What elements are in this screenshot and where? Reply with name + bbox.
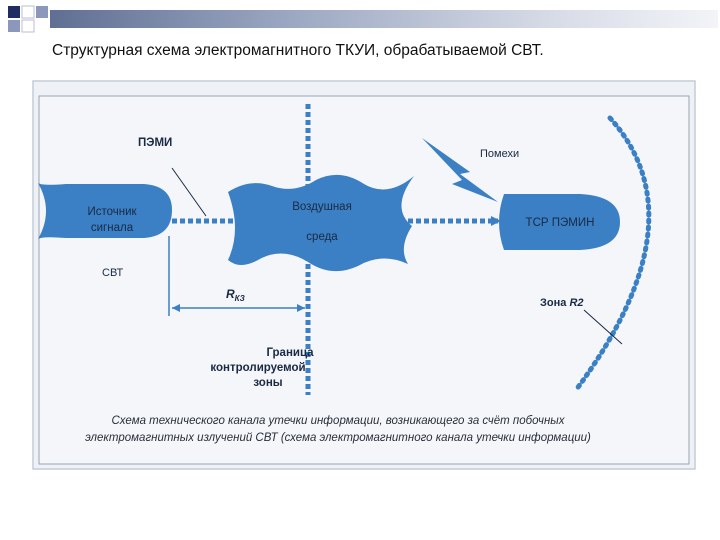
svt-label: СВТ: [102, 267, 124, 279]
slide-decoration: [0, 0, 60, 50]
tkui-diagram: ПЭМИ Помехи Источник сигнала Воздушная с…: [32, 80, 696, 470]
receiver-label: ТСР ПЭМИН: [526, 217, 595, 229]
zone-r2-arc: [573, 115, 652, 393]
signal-source-shape: [38, 183, 172, 239]
title-bar-decoration: [50, 10, 718, 28]
receiver-shape: [499, 194, 620, 250]
air-label-line1: Воздушная: [292, 201, 352, 213]
air-medium-shape: [228, 174, 414, 272]
source-label-line2: сигнала: [91, 222, 134, 234]
boundary-label-line2: контролируемой: [210, 362, 305, 374]
caption-line2: электромагнитных излучений СВТ (схема эл…: [85, 432, 591, 444]
rkz-label: RКЗ: [226, 287, 245, 303]
interference-icon: [422, 138, 498, 202]
rkz-arrow-right: [297, 304, 305, 312]
boundary-label-line3: зоны: [253, 377, 282, 389]
boundary-label-line1: Граница: [266, 347, 314, 359]
zone-r2-pointer-line: [583, 309, 623, 345]
slide-title: Структурная схема электромагнитного ТКУИ…: [52, 42, 544, 59]
caption-line1: Схема технического канала утечки информа…: [112, 415, 566, 427]
zone-r2-label: Зона R2: [540, 297, 584, 309]
air-label-line2: среда: [306, 231, 338, 243]
pemi-label: ПЭМИ: [138, 137, 172, 149]
source-label-line1: Источник: [87, 206, 137, 218]
rkz-arrow-left: [172, 304, 180, 312]
interference-label: Помехи: [480, 148, 519, 160]
pemi-pointer-line: [171, 167, 207, 217]
diagram-inner-frame: [38, 95, 690, 465]
